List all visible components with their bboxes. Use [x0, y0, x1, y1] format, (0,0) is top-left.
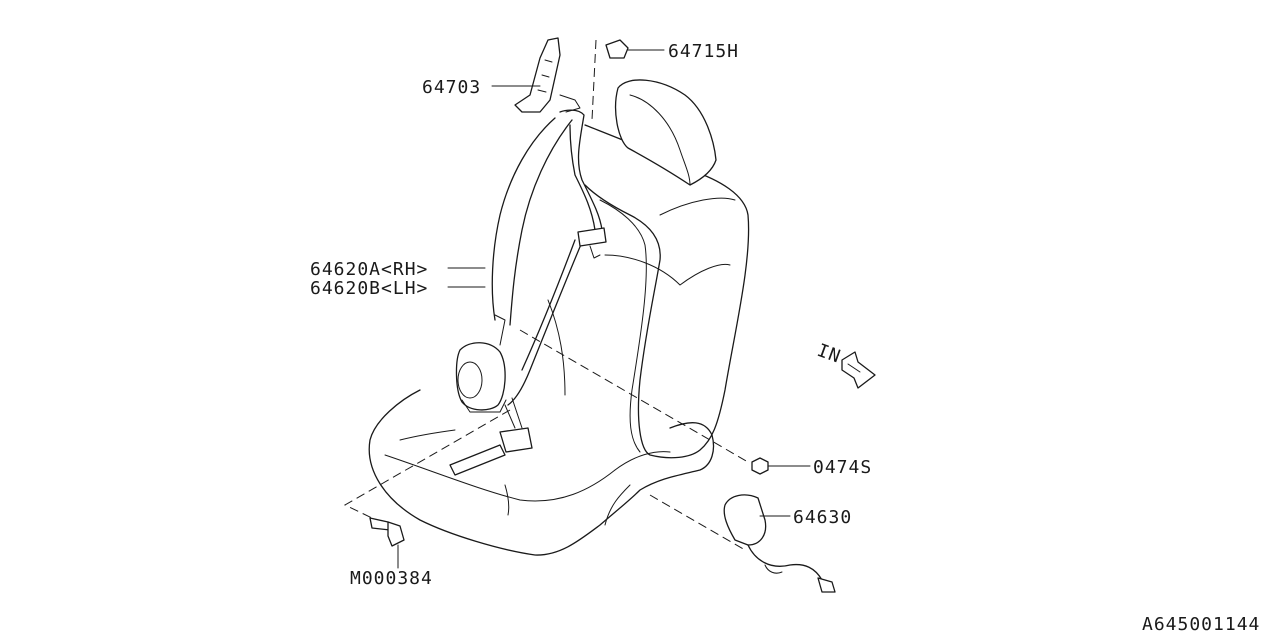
bolt-small: [751, 457, 769, 475]
label-64703: 64703: [422, 77, 481, 98]
leader-lines: [397, 49, 811, 569]
label-64620b: 64620B<LH>: [310, 278, 428, 299]
bolt-anchor: [369, 517, 405, 547]
label-m000384: M000384: [350, 568, 433, 589]
upper-anchor-part: [605, 39, 629, 59]
label-64715h: 64715H: [668, 41, 739, 62]
retractor: [455, 314, 507, 413]
seat-back: [547, 124, 750, 459]
height-adjuster: [514, 37, 581, 113]
label-0474s: 0474S: [813, 457, 872, 478]
label-in: IN: [814, 340, 843, 368]
headrest: [615, 79, 717, 186]
label-64620a: 64620A<RH>: [310, 259, 428, 280]
anchor-stalk: [449, 397, 533, 476]
seat-cushion: [368, 389, 715, 556]
reference-lines: [343, 39, 749, 551]
buckle-part: [723, 494, 836, 593]
diagram-code: A645001144: [1142, 614, 1260, 635]
belt-webbing: [491, 109, 607, 406]
label-64630: 64630: [793, 507, 852, 528]
direction-arrow-icon: [841, 351, 876, 389]
